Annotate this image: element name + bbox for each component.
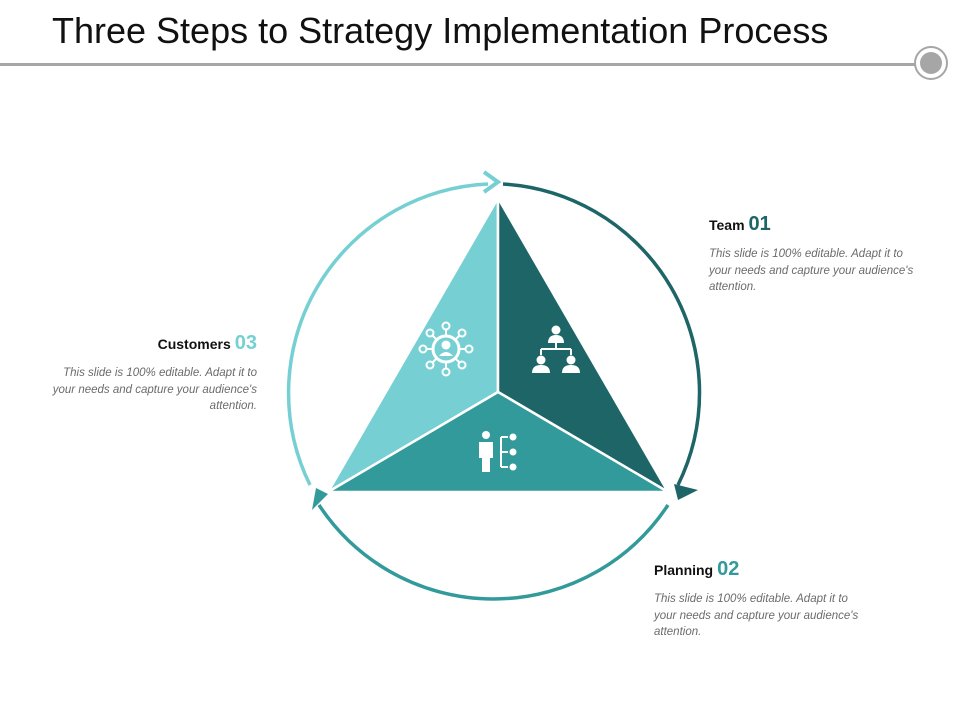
arrowhead-top <box>482 170 502 194</box>
arrowhead-right <box>674 484 698 500</box>
arc-team <box>502 182 702 486</box>
divider-circle-ornament <box>914 46 948 80</box>
step-customers-number: 03 <box>234 332 257 354</box>
step-team-description: This slide is 100% editable. Adapt it to… <box>709 248 914 293</box>
arc-planning <box>317 504 670 601</box>
step-team-label: Team <box>709 217 745 233</box>
network-people-icon <box>418 321 474 377</box>
page-title: Three Steps to Strategy Implementation P… <box>52 10 829 51</box>
title-divider <box>0 63 918 66</box>
arrowhead-left <box>312 488 328 510</box>
step-team-number: 01 <box>748 213 771 235</box>
arc-customers <box>286 182 489 486</box>
person-checklist-icon <box>479 431 517 472</box>
step-planning-number: 02 <box>717 558 740 580</box>
org-chart-icon <box>532 325 580 373</box>
step-customers-description: This slide is 100% editable. Adapt it to… <box>52 367 257 412</box>
segment-planning <box>326 390 670 494</box>
step-planning-label: Planning <box>654 562 714 578</box>
step-customers-label: Customers <box>157 336 231 352</box>
step-planning-description: This slide is 100% editable. Adapt it to… <box>654 593 859 638</box>
